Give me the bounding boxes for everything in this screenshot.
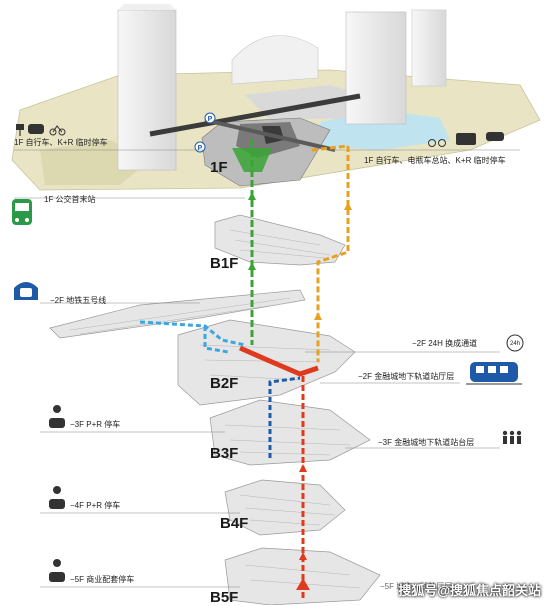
label-b3-platform: −3F 金融城地下轨道站台层: [378, 438, 475, 447]
tower-right-small: [411, 9, 447, 87]
label-b2-metro: −2F 地铁五号线: [50, 296, 107, 305]
light-blue-route: [139, 320, 246, 354]
label-b2-hall: −2F 金融城地下轨道站厅层: [358, 372, 455, 381]
label-b2-passage: −2F 24H 换成通道: [412, 339, 478, 348]
tower-left: [117, 9, 177, 171]
parking-sign-icon: [16, 124, 24, 130]
red-route: [238, 345, 319, 600]
floor-label-b5: B5F: [210, 589, 239, 606]
label-b5-commercial: −5F 商业配套停车: [70, 575, 135, 584]
car-pin-icon-b4: [49, 486, 65, 509]
blue-route: [268, 376, 301, 458]
bus-small-icon: [456, 133, 476, 145]
slab-b1: [214, 214, 346, 266]
green-route: [232, 140, 272, 345]
car-icon: [28, 124, 44, 134]
car-pin-icon-b3: [49, 405, 65, 428]
floor-slabs: [49, 214, 381, 605]
svg-text:P: P: [198, 145, 203, 152]
people-icon: [502, 430, 522, 444]
floor-label-1f: 1F: [210, 159, 228, 176]
slab-b3: [209, 399, 371, 466]
car-pin-icon-b5: [49, 559, 65, 582]
tram-icon: [466, 362, 522, 385]
bicycle-icon: [428, 139, 436, 147]
label-b4-pr: −4F P+R 停车: [70, 501, 121, 510]
car-icon: [486, 132, 504, 141]
slab-b4: [224, 479, 346, 536]
24h-badge-text: 24h: [509, 341, 520, 347]
bicycle-icon: [49, 128, 57, 136]
elevated-walkway: [149, 93, 361, 137]
floor-label-b3: B3F: [210, 445, 239, 462]
label-b5-partial: −5F 城市…线站厅层: [380, 582, 453, 591]
label-1f-right-parking: 1F 自行车、电瓶车总站、K+R 临时停车: [364, 156, 506, 165]
floor-label-b2: B2F: [210, 375, 239, 392]
floor-label-b1: B1F: [210, 255, 239, 272]
icon-group-1f-left: [16, 124, 66, 136]
metro-tunnel-icon: [14, 282, 38, 300]
24h-badge: [506, 334, 524, 352]
towers: [117, 4, 447, 171]
watermark: 搜狐号@搜狐焦点韶关站: [398, 583, 541, 598]
slab-b2: [177, 319, 356, 406]
icon-group-1f-right: [428, 132, 504, 147]
parking-p-icon: P P: [194, 112, 216, 153]
svg-text:P: P: [208, 116, 213, 123]
tower-right: [345, 11, 407, 125]
label-1f-left-parking: 1F 自行车、K+R 临时停车: [14, 138, 108, 147]
callout-lines: [14, 149, 520, 588]
label-b3-pr: −3F P+R 停车: [70, 420, 121, 429]
bus-icon: [12, 199, 32, 225]
label-1f-bus: 1F 公交首末站: [44, 195, 96, 204]
orange-route: [311, 144, 352, 362]
slab-b2-metro: [49, 289, 306, 339]
canopy-structure: [231, 35, 319, 85]
floor-label-b4: B4F: [220, 515, 249, 532]
